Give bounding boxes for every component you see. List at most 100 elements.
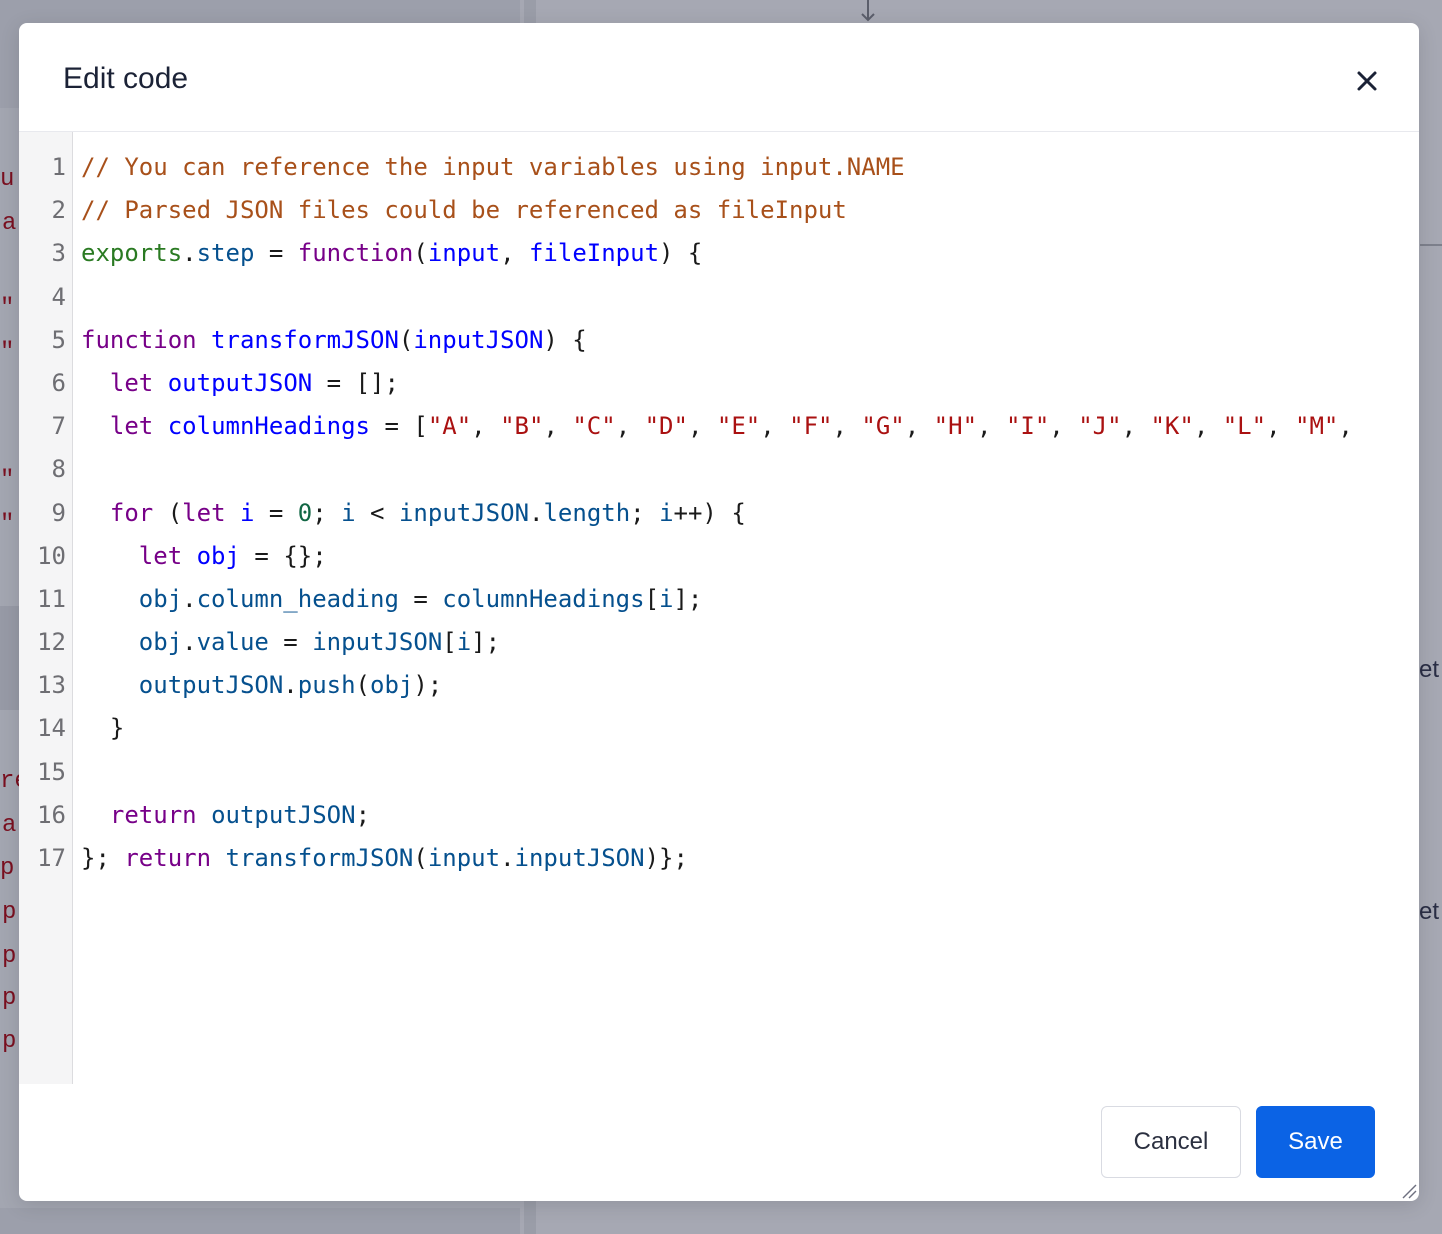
dialog-title: Edit code [63, 62, 189, 95]
code-content[interactable]: // You can reference the input variables… [81, 146, 1419, 880]
code-token: = [254, 498, 298, 527]
code-token: let [109, 412, 154, 441]
code-token: function [297, 239, 414, 268]
code-token: obj [370, 671, 414, 700]
code-token: outputJSON [138, 671, 284, 700]
save-button[interactable]: Save [1256, 1106, 1375, 1178]
code-line[interactable] [81, 276, 1419, 319]
code-token: outputJSON [167, 368, 313, 397]
code-line[interactable]: }; return transformJSON(input.inputJSON)… [81, 837, 1419, 880]
code-token: , [687, 412, 717, 441]
code-token: )}; [644, 844, 688, 872]
code-token: ) { [659, 239, 703, 268]
code-token [81, 585, 139, 613]
close-icon [1357, 71, 1377, 91]
background-code-fragment: " [0, 511, 15, 538]
code-token [153, 369, 167, 397]
code-token: [ [644, 584, 660, 613]
dialog-header: Edit code [19, 23, 1419, 131]
line-number: 1 [51, 153, 66, 181]
code-line[interactable]: // Parsed JSON files could be referenced… [81, 189, 1419, 232]
code-token [81, 412, 110, 440]
code-line[interactable]: function transformJSON(inputJSON) { [81, 319, 1419, 362]
code-line[interactable]: let outputJSON = []; [81, 362, 1419, 405]
code-token: }; [81, 844, 125, 872]
code-token: columnHeadings [442, 584, 645, 613]
code-line[interactable] [81, 448, 1419, 491]
code-line[interactable]: let columnHeadings = ["A", "B", "C", "D"… [81, 405, 1419, 448]
code-token: "B" [500, 412, 544, 441]
code-line[interactable]: } [81, 707, 1419, 750]
code-token [81, 801, 110, 829]
code-token: , [1266, 412, 1295, 441]
code-line[interactable]: // You can reference the input variables… [81, 146, 1419, 189]
code-line[interactable]: return outputJSON; [81, 794, 1419, 837]
code-token: "J" [1078, 412, 1122, 441]
code-token: } [81, 714, 125, 743]
code-token: , [471, 412, 501, 441]
code-token: ]; [673, 584, 703, 613]
code-token: "L" [1222, 412, 1267, 441]
code-token: exports [81, 239, 183, 268]
code-token: i [239, 498, 255, 527]
code-line[interactable]: exports.step = function(input, fileInput… [81, 232, 1419, 275]
code-token: ( [153, 498, 183, 527]
code-token: let [182, 498, 226, 527]
code-token: ( [413, 844, 428, 872]
code-token: input [427, 239, 501, 268]
code-token [81, 499, 110, 527]
background-label-fragment: et [1419, 656, 1440, 683]
code-token: . [283, 671, 298, 700]
code-token: ]; [471, 628, 501, 657]
code-token: value [196, 628, 269, 657]
code-token: for [109, 498, 154, 527]
background-code-fragment: a [2, 812, 17, 839]
code-line[interactable]: let obj = {}; [81, 535, 1419, 578]
code-token: = [ [370, 412, 428, 441]
code-line[interactable] [81, 751, 1419, 794]
background-code-fragment: p [2, 1028, 17, 1055]
code-token: outputJSON [211, 800, 356, 829]
code-token: transformJSON [225, 844, 414, 872]
code-token: i [659, 498, 674, 527]
code-token: obj [196, 541, 240, 570]
close-button[interactable] [1349, 63, 1385, 99]
dialog-footer: Cancel Save [19, 1083, 1419, 1201]
code-line[interactable]: obj.value = inputJSON[i]; [81, 621, 1419, 664]
background-code-fragment: p [2, 899, 17, 926]
code-line[interactable]: outputJSON.push(obj); [81, 664, 1419, 707]
code-token: . [182, 584, 197, 613]
code-token: push [297, 671, 356, 700]
line-number: 9 [51, 498, 66, 527]
line-number: 15 [37, 757, 66, 786]
code-token: < [355, 498, 399, 527]
code-token: ( [398, 325, 414, 354]
code-token: return [124, 844, 212, 872]
code-token: [ [442, 628, 457, 657]
code-token: , [904, 412, 934, 441]
resize-handle-icon[interactable] [1401, 1183, 1417, 1199]
code-token: let [109, 368, 154, 397]
background-code-fragment: p [2, 943, 17, 970]
code-token [81, 628, 139, 656]
code-token: columnHeadings [167, 412, 371, 441]
line-number: 8 [51, 455, 66, 484]
code-line[interactable]: for (let i = 0; i < inputJSON.length; i+… [81, 492, 1419, 535]
code-token: function [81, 325, 197, 354]
code-token: // You can reference the input variables… [81, 153, 905, 181]
code-token: return [109, 800, 197, 829]
code-token: , [1338, 412, 1353, 441]
cancel-button[interactable]: Cancel [1101, 1106, 1241, 1178]
code-token [81, 758, 95, 786]
code-token: obj [138, 584, 183, 613]
code-token: i [456, 628, 472, 657]
line-number: 12 [37, 628, 66, 657]
code-line[interactable]: obj.column_heading = columnHeadings[i]; [81, 578, 1419, 621]
code-token: = [398, 584, 443, 613]
code-token: , [977, 412, 1006, 441]
code-token: "I" [1005, 412, 1050, 441]
line-number: 13 [37, 671, 66, 700]
code-token: ; [312, 498, 342, 527]
